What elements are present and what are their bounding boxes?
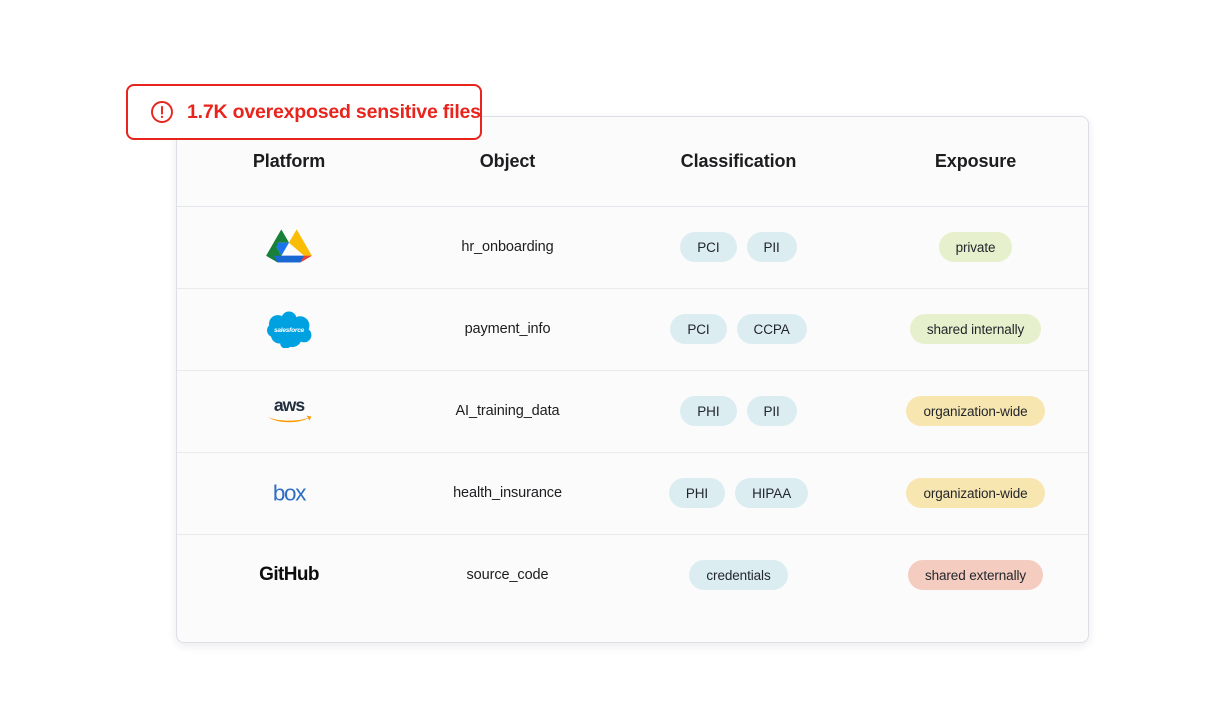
classification-tag[interactable]: HIPAA — [735, 478, 809, 508]
overexposed-files-table: Platform Object Classification Exposure — [177, 117, 1088, 616]
cell-platform: box — [177, 452, 401, 535]
cell-classification: credentials — [614, 534, 863, 616]
exposure-badge[interactable]: shared internally — [909, 314, 1042, 344]
google-drive-logo — [266, 228, 312, 262]
cell-classification: PCI CCPA — [614, 288, 863, 371]
aws-logo: aws — [268, 395, 312, 423]
cell-platform: salesforce — [177, 288, 401, 371]
platform-logo-wrap: salesforce — [177, 311, 401, 348]
column-header-classification[interactable]: Classification — [614, 117, 863, 207]
cell-classification: PHI HIPAA — [614, 452, 863, 535]
table-row[interactable]: box health_insurance PHI HIPAA — [177, 452, 1088, 535]
object-name: source_code — [466, 567, 549, 584]
classification-tag[interactable]: credentials — [689, 560, 788, 591]
cell-object: hr_onboarding — [401, 206, 614, 289]
exposure-badge[interactable]: shared externally — [907, 560, 1044, 591]
cell-object: health_insurance — [401, 452, 614, 535]
platform-logo-wrap — [177, 227, 401, 268]
platform-logo-wrap: box — [177, 480, 401, 506]
platform-logo-wrap: aws — [177, 394, 401, 428]
cell-object: AI_training_data — [401, 370, 614, 453]
cell-platform: aws — [177, 370, 401, 453]
cell-exposure: organization-wide — [863, 452, 1088, 535]
cell-exposure: organization-wide — [863, 370, 1088, 453]
github-logo: GitHub — [259, 564, 319, 586]
table-row[interactable]: salesforce payment_info PCI CCPA — [177, 288, 1088, 371]
classification-tags: PHI HIPAA — [614, 478, 863, 508]
classification-tags: credentials — [614, 560, 863, 591]
overexposed-alert-badge[interactable]: 1.7K overexposed sensitive files — [126, 84, 482, 140]
object-name: payment_info — [464, 321, 551, 337]
classification-tags: PCI CCPA — [614, 314, 863, 344]
classification-tags: PHI PII — [614, 396, 863, 426]
classification-tag[interactable]: CCPA — [736, 314, 807, 344]
object-name: AI_training_data — [455, 403, 560, 419]
cell-object: source_code — [401, 534, 614, 616]
column-header-exposure[interactable]: Exposure — [863, 117, 1088, 207]
classification-tags: PCI PII — [614, 232, 863, 262]
svg-text:box: box — [273, 481, 307, 506]
classification-tag[interactable]: PCI — [680, 232, 737, 262]
overexposed-files-card: Platform Object Classification Exposure — [176, 116, 1089, 643]
box-logo: box — [273, 481, 309, 506]
cell-platform — [177, 206, 401, 289]
alert-label: 1.7K overexposed sensitive files — [187, 100, 481, 123]
classification-tag[interactable]: PCI — [670, 314, 727, 344]
cell-classification: PHI PII — [614, 370, 863, 453]
alert-circle-icon — [151, 101, 173, 123]
platform-logo-wrap: GitHub — [177, 564, 401, 586]
object-name: health_insurance — [453, 485, 562, 501]
cell-platform: GitHub — [177, 534, 401, 616]
object-name: hr_onboarding — [461, 239, 554, 255]
exposure-badge[interactable]: organization-wide — [906, 396, 1045, 426]
exposure-badge[interactable]: organization-wide — [906, 478, 1045, 508]
table-body: hr_onboarding PCI PII private — [177, 206, 1088, 616]
cell-exposure: shared externally — [863, 534, 1088, 616]
svg-text:salesforce: salesforce — [274, 326, 305, 333]
classification-tag[interactable]: PII — [746, 232, 797, 262]
classification-tag[interactable]: PII — [746, 396, 797, 426]
classification-tag[interactable]: PHI — [668, 478, 726, 508]
cell-classification: PCI PII — [614, 206, 863, 289]
table-row[interactable]: hr_onboarding PCI PII private — [177, 206, 1088, 289]
svg-text:aws: aws — [274, 395, 305, 415]
table-row[interactable]: GitHub source_code credentials shared ex… — [177, 534, 1088, 616]
classification-tag[interactable]: PHI — [680, 396, 737, 426]
table-row[interactable]: aws AI_training_data PHI PII — [177, 370, 1088, 453]
salesforce-logo: salesforce — [267, 311, 312, 348]
cell-exposure: private — [863, 206, 1088, 289]
exposure-badge[interactable]: private — [938, 232, 1013, 262]
cell-object: payment_info — [401, 288, 614, 371]
cell-exposure: shared internally — [863, 288, 1088, 371]
